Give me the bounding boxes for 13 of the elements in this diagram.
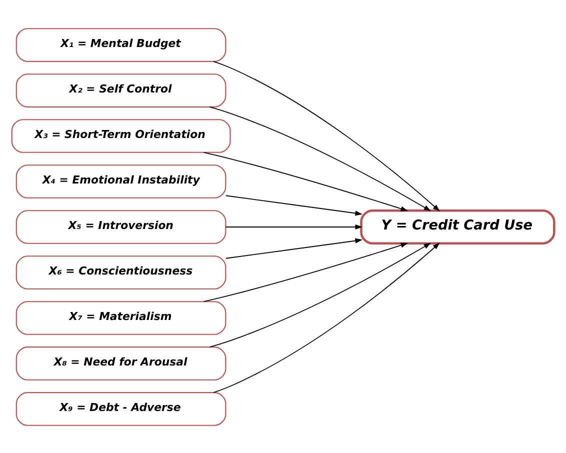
arrow (225, 238, 363, 258)
arrow (225, 224, 363, 230)
node-box: X₂ = Self Control (16, 73, 226, 107)
node-box: Y = Credit Card Use (360, 208, 556, 244)
node-box: X₃ = Short-Term Orientation (11, 118, 231, 152)
node-box: X₁ = Mental Budget (16, 28, 226, 62)
node-box: X₈ = Need for Arousal (16, 346, 226, 380)
node-box: X₄ = Emotional Instability (16, 164, 226, 198)
node-box: X₇ = Materialism (16, 300, 226, 334)
node-box: X₅ = Introversion (16, 210, 226, 244)
arrow (225, 194, 363, 216)
node-box: X₉ = Debt - Adverse (16, 392, 226, 426)
node-box: X₆ = Conscientiousness (16, 255, 226, 289)
